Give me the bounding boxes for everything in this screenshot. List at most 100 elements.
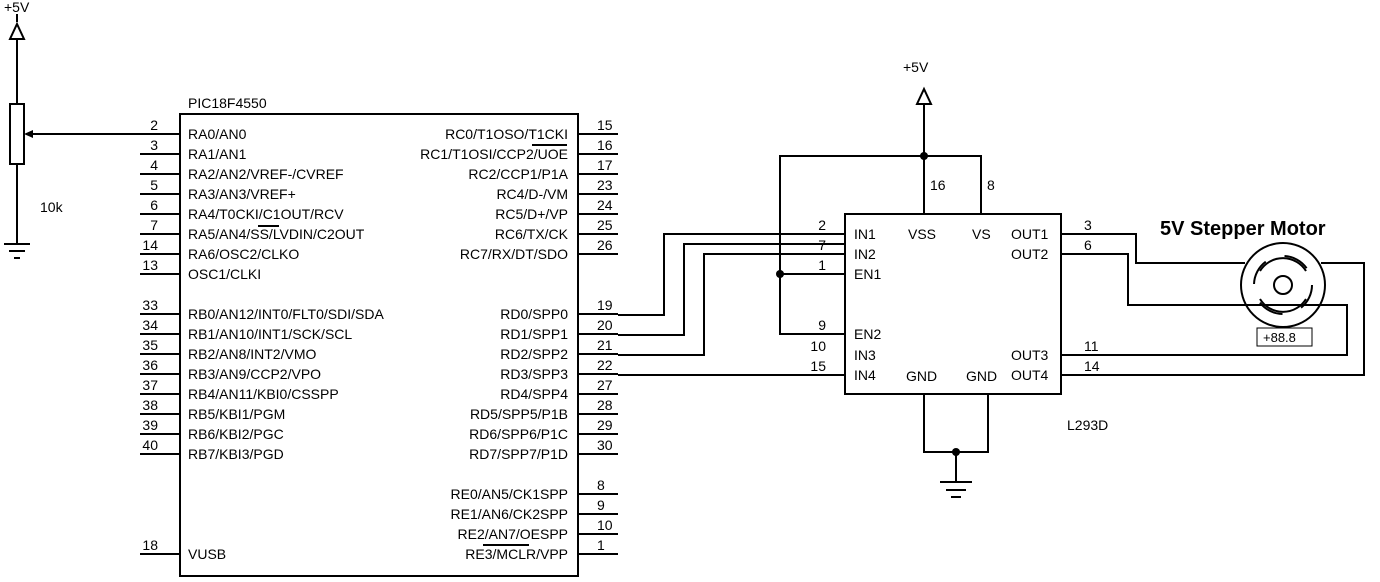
mcu-right-pin-label: RE2/AN7/OESPP <box>458 526 569 542</box>
mcu-right-pin-label: RC4/D-/VM <box>496 186 568 202</box>
pin-num-out2: 6 <box>1084 237 1092 253</box>
mcu-left-pin-number: 2 <box>150 117 158 133</box>
mcu-right-pin-number: 23 <box>597 177 613 193</box>
mcu-left-pin-number: 38 <box>142 397 158 413</box>
wire-enable-bus <box>779 155 982 335</box>
pin-label-vss: VSS <box>908 226 936 242</box>
mcu-right-pin-label: RC0/T1OSO/T1CKI <box>445 126 568 142</box>
mcu-left-pin-label: RA4/T0CKI/C1OUT/RCV <box>188 206 344 222</box>
potentiometer[interactable] <box>9 103 25 165</box>
mcu-left-pin-label: RB1/AN10/INT1/SCK/SCL <box>188 326 352 342</box>
wiper-arrow <box>24 130 33 138</box>
driver-body <box>844 213 1062 395</box>
mcu-right-pin-number: 21 <box>597 337 613 353</box>
mcu-left-pin-label: RA1/AN1 <box>188 146 247 162</box>
mcu-left-pin-number: 36 <box>142 357 158 373</box>
pin-label-en2: EN2 <box>854 326 881 342</box>
stepper-motor[interactable] <box>1240 242 1326 328</box>
pin-label-out3: OUT3 <box>1011 347 1049 363</box>
motor-readout-box <box>1256 327 1313 347</box>
mcu-right-pin-label: RC7/RX/DT/SDO <box>460 246 568 262</box>
wire-out4 <box>1061 262 1365 376</box>
pin-num-out4: 14 <box>1084 358 1100 374</box>
mcu-right-pin-label: RD3/SPP3 <box>500 366 568 382</box>
pin-label-in2: IN2 <box>854 246 876 262</box>
pin-num-en2: 9 <box>818 317 826 333</box>
driver-name: L293D <box>1067 417 1108 433</box>
pin-label-in3: IN3 <box>854 347 876 363</box>
mcu-right-pin-number: 19 <box>597 297 613 313</box>
pin-label-gnd2: GND <box>966 368 997 384</box>
left-supply-symbol <box>8 14 26 40</box>
mcu-right-pin-number: 20 <box>597 317 613 333</box>
mcu-right-pin-number: 8 <box>597 477 605 493</box>
wire-rd2-in3 <box>618 253 845 356</box>
mcu-left-pin-number: 34 <box>142 317 158 333</box>
junction-supply <box>920 152 928 160</box>
mcu-right-pin-number: 25 <box>597 217 613 233</box>
mcu-right-pin-number: 15 <box>597 117 613 133</box>
left-supply-label: +5V <box>4 0 30 15</box>
pin-label-out1: OUT1 <box>1011 226 1049 242</box>
mcu-right-pin-label: RD2/SPP2 <box>500 346 568 362</box>
mcu-left-pin-number: 40 <box>142 437 158 453</box>
mcu-left-pin-label: RA6/OSC2/CLKO <box>188 246 299 262</box>
mcu-left-pin-number: 6 <box>150 197 158 213</box>
mcu-left-pin-number: 37 <box>142 377 158 393</box>
mcu-left-pin-number: 14 <box>142 237 158 253</box>
mcu-left-pin-label: RB7/KBI3/PGD <box>188 446 284 462</box>
pin-num-vs: 8 <box>987 177 995 193</box>
pin-label-in1: IN1 <box>854 226 876 242</box>
motor-title: 5V Stepper Motor <box>1160 218 1326 240</box>
mcu-right-pin-label: RC5/D+/VP <box>495 206 568 222</box>
mcu-left-pin-label: OSC1/CLKI <box>188 266 261 282</box>
mcu-left-pin-label: RB0/AN12/INT0/FLT0/SDI/SDA <box>188 306 384 322</box>
mcu-right-pin-label: RD7/SPP7/P1D <box>469 446 568 462</box>
mcu-left-pin-number: 4 <box>150 157 158 173</box>
pin-label-en1: EN1 <box>854 266 881 282</box>
pin-label-out4: OUT4 <box>1011 367 1049 383</box>
pin-num-out1: 3 <box>1084 217 1092 233</box>
mcu-left-pin-number: 5 <box>150 177 158 193</box>
mcu-left-pin-label: VUSB <box>188 546 226 562</box>
mcu-right-pin-number: 17 <box>597 157 613 173</box>
pin-num-in4: 15 <box>810 358 826 374</box>
mcu-right-pin-label: RD4/SPP4 <box>500 386 568 402</box>
mcu-left-pin-label: RA2/AN2/VREF-/CVREF <box>188 166 344 182</box>
motor-readout: +88.8 <box>1263 330 1296 345</box>
pin-label-out2: OUT2 <box>1011 246 1049 262</box>
mcu-right-pin-label: RC1/T1OSI/CCP2/UOE <box>420 146 568 162</box>
pin-num-in1: 2 <box>818 217 826 233</box>
mcu-left-pin-number: 39 <box>142 417 158 433</box>
mcu-right-pin-label: RC6/TX/CK <box>495 226 569 242</box>
left-ground-symbol <box>4 243 30 259</box>
mcu-left-pin-number: 33 <box>142 297 158 313</box>
pin-label-vs: VS <box>972 226 991 242</box>
wire-rd0-in1 <box>618 233 845 316</box>
driver-ground-symbol <box>940 481 972 498</box>
mcu-right-pin-label: RC2/CCP1/P1A <box>468 166 568 182</box>
mcu-left-pin-label: RB5/KBI1/PGM <box>188 406 285 422</box>
pin-num-in2: 7 <box>818 237 826 253</box>
mcu-right-pin-number: 24 <box>597 197 613 213</box>
mcu-left-pin-number: 13 <box>142 257 158 273</box>
mcu-right-pin-number: 16 <box>597 137 613 153</box>
mcu-right-pin-label: RD6/SPP6/P1C <box>469 426 568 442</box>
mcu-right-pin-number: 30 <box>597 437 613 453</box>
pin-num-vss: 16 <box>930 177 946 193</box>
mcu-left-pin-label: RB4/AN11/KBI0/CSSPP <box>188 386 339 402</box>
pin-num-in3: 10 <box>810 338 826 354</box>
junction-gnd <box>952 448 960 456</box>
mcu-left-pin-number: 3 <box>150 137 158 153</box>
wire-out1 <box>1061 233 1245 264</box>
mcu-right-pin-number: 26 <box>597 237 613 253</box>
mcu-right-pin-number: 9 <box>597 497 605 513</box>
mcu-left-pin-number: 18 <box>142 537 158 553</box>
mcu-left-pin-label: RB6/KBI2/PGC <box>188 426 284 442</box>
pot-value-label: 10k <box>40 199 64 215</box>
mcu-right-pin-label: RE1/AN6/CK2SPP <box>451 506 569 522</box>
driver-supply-label: +5V <box>903 59 929 75</box>
mcu-left-pin-label: RA0/AN0 <box>188 126 247 142</box>
